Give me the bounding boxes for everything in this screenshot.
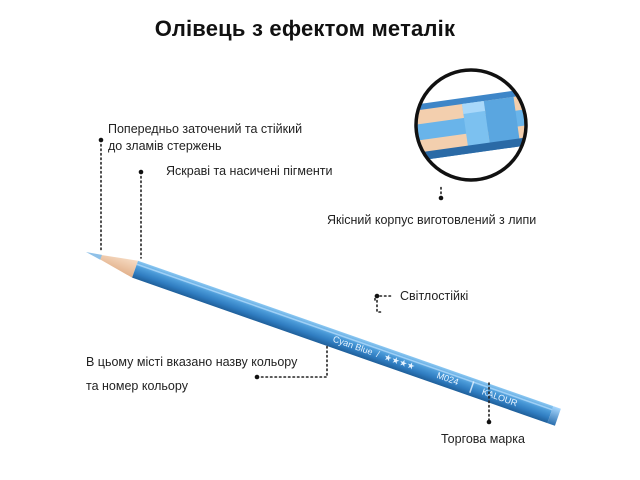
callout-body: Якісний корпус виготовлений з липи bbox=[327, 213, 537, 227]
callout-sharpened-line-1: Попередньо заточений та стійкий bbox=[108, 122, 303, 136]
callout-brand: Торгова марка bbox=[441, 432, 525, 446]
pencil-lead bbox=[86, 252, 102, 260]
callout-sharpened-line-2: до зламів стержень bbox=[108, 139, 222, 153]
pencil-wood-tip bbox=[98, 254, 139, 278]
callout-color-name-line-2: та номер кольору bbox=[86, 379, 188, 393]
pencil-cross-section bbox=[414, 68, 528, 182]
callout-color-name: В цьому місті вказано назву кольору та н… bbox=[86, 350, 297, 398]
callout-sharpened: Попередньо заточений та стійкий до зламі… bbox=[108, 121, 302, 155]
pencil-end-cap bbox=[547, 406, 561, 426]
callout-lightfast: Світлостійкі bbox=[400, 289, 469, 303]
page-title: Олівець з ефектом металік bbox=[154, 16, 456, 41]
leader-dots bbox=[98, 137, 492, 425]
pencil: Cyan Blue / ★★★★ M024 KALOUR bbox=[86, 252, 561, 426]
pencil-body bbox=[132, 260, 554, 424]
callout-pigments: Яскраві та насичені пігменти bbox=[166, 164, 333, 178]
svg-text:/: / bbox=[375, 349, 381, 359]
callout-color-name-line-1: В цьому місті вказано назву кольору bbox=[86, 355, 298, 369]
